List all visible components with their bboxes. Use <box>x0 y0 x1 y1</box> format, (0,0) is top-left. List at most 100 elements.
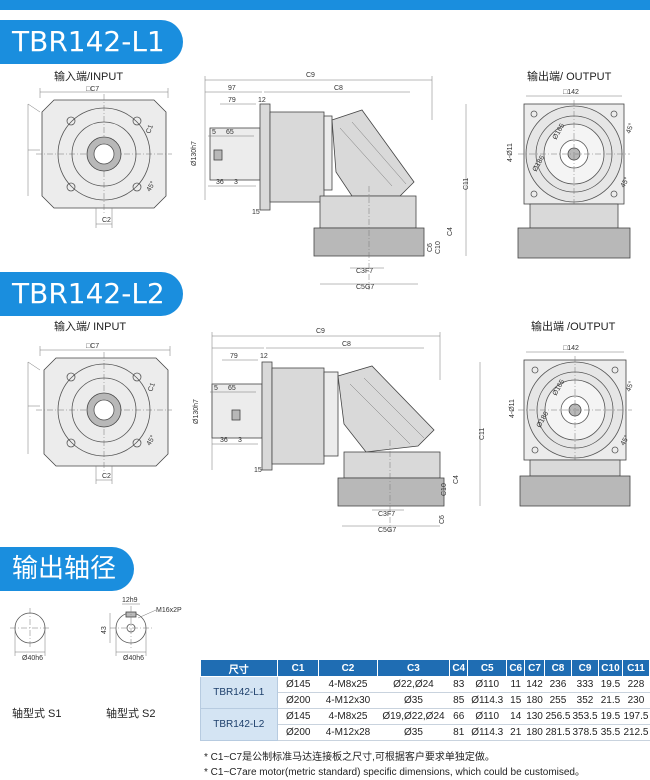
table-cell: Ø110 <box>467 676 507 693</box>
input-view-drawing-l2: □C7 C1 45° C2 <box>27 343 172 484</box>
dim-c7-l1: □C7 <box>86 86 99 93</box>
header-c9: C9 <box>570 659 600 677</box>
table-cell: 142 <box>524 676 545 693</box>
dim-65-l2: 65 <box>228 385 236 392</box>
shaft-s2-drawing: 12h9 M16x2P 43 Ø40h6 <box>101 597 182 662</box>
dim-holes-l2: 4-Ø11 <box>509 399 516 418</box>
table-cell: 228 <box>622 676 650 693</box>
table-row: Ø200 4-M12x30 Ø35 85 Ø114.3 15 180 255 3… <box>201 692 650 709</box>
output-view-drawing-l2: □142 4-Ø11 Ø165 Ø186 45° 45° <box>509 345 636 507</box>
table-cell: Ø200 <box>277 692 319 709</box>
table-row: TBR142-L1 Ø145 4-M8x25 Ø22,Ø24 83 Ø110 1… <box>200 676 650 709</box>
table-cell: 11 <box>506 676 525 693</box>
table-cell: 19.5 <box>598 708 623 725</box>
table-cell: 180 <box>524 724 545 741</box>
table-cell: 85 <box>449 692 468 709</box>
dim-c1-l2: C1 <box>147 382 157 393</box>
output-view-label-l2: 输出端 /OUTPUT <box>531 321 616 333</box>
table-cell: 35.5 <box>598 724 623 741</box>
table-cell: Ø19,Ø22,Ø24 <box>377 708 450 725</box>
dim-thread-s2: M16x2P <box>156 607 182 614</box>
shaft-s2-label: 轴型式 S2 <box>106 708 156 720</box>
dim-c10-l2: C10 <box>441 483 448 496</box>
dim-c6-l2: C6 <box>439 515 446 524</box>
table-cell: 4-M12x30 <box>318 692 378 709</box>
dim-c6-l1: C6 <box>427 243 434 252</box>
section-title-shaft: 输出轴径 <box>0 547 135 591</box>
table-cell: 14 <box>506 708 525 725</box>
table-cell: Ø35 <box>377 724 450 741</box>
table-cell: 81 <box>449 724 468 741</box>
table-cell: 281.5 <box>544 724 572 741</box>
dim-c2-l2: C2 <box>102 473 111 480</box>
footnote-en: * C1~C7are motor(metric standard) specif… <box>204 767 585 778</box>
dim-36-l2: 36 <box>220 437 228 444</box>
table-cell: 19.5 <box>598 676 623 693</box>
header-c11: C11 <box>621 659 650 677</box>
dim-130-l2: Ø130h7 <box>193 399 200 424</box>
header-c10: C10 <box>598 659 623 677</box>
dim-c11-l1: C11 <box>463 178 470 190</box>
table-cell: Ø114.3 <box>467 724 507 741</box>
dim-c3-l2: C3F7 <box>378 511 395 518</box>
input-view-label-l2: 输入端/ INPUT <box>54 321 127 333</box>
table-cell: Ø35 <box>377 692 450 709</box>
table-cell: 333 <box>571 676 599 693</box>
section-title-l1: TBR142-L1 <box>0 20 183 64</box>
header-size: 尺寸 <box>200 659 278 677</box>
dim-c2-l1: C2 <box>102 217 111 224</box>
input-view-label-l1: 输入端/INPUT <box>54 71 124 83</box>
table-cell: 15 <box>506 692 525 709</box>
dim-c5-l1: C5G7 <box>356 284 374 291</box>
dim-sq142-l1: □142 <box>563 89 579 96</box>
header-c4: C4 <box>449 659 469 677</box>
table-cell: 21 <box>506 724 525 741</box>
output-view-drawing-l1: □142 4-Ø11 Ø165 Ø186 45° 45° <box>507 89 636 259</box>
table-cell: Ø114.3 <box>467 692 507 709</box>
top-accent-bar <box>0 0 650 10</box>
dim-c9-l1: C9 <box>306 72 315 79</box>
output-view-label-l1: 输出端/ OUTPUT <box>527 71 612 83</box>
dim-15-l2: 15 <box>254 467 262 474</box>
table-cell: Ø145 <box>277 676 319 693</box>
table-cell: 197.5 <box>622 708 650 725</box>
dim-c4-l1: C4 <box>447 227 454 236</box>
dim-holes-l1: 4-Ø11 <box>507 143 514 162</box>
dim-sq142-l2: □142 <box>563 345 579 352</box>
dim-5-l1: 5 <box>212 129 216 136</box>
dim-d40-s2: Ø40h6 <box>123 655 144 662</box>
dim-c11-l2: C11 <box>479 428 486 440</box>
footnote-cn: * C1~C7是公制标准马达连接板之尺寸,可根据客户要求单独定做。 <box>204 752 495 763</box>
shaft-s1-drawing: Ø40h6 <box>10 608 50 662</box>
table-cell: 230 <box>622 692 650 709</box>
table-cell: Ø200 <box>277 724 319 741</box>
table-cell: 4-M8x25 <box>318 708 378 725</box>
header-c3: C3 <box>376 659 451 677</box>
dim-43-s2: 43 <box>101 626 108 634</box>
dim-36-l1: 36 <box>216 179 224 186</box>
table-cell: 130 <box>524 708 545 725</box>
dim-c8-l2: C8 <box>342 341 351 348</box>
dim-c10-l1: C10 <box>435 241 442 254</box>
dim-12-l2: 12 <box>260 353 268 360</box>
table-cell: 180 <box>524 692 545 709</box>
table-cell: 66 <box>449 708 468 725</box>
spec-table-header: 尺寸 C1 C2 C3 C4 C5 C6 C7 C8 C9 C10 C11 <box>200 659 650 677</box>
spec-table: 尺寸 C1 C2 C3 C4 C5 C6 C7 C8 C9 C10 C11 TB… <box>200 659 650 741</box>
header-c5: C5 <box>467 659 508 677</box>
dim-97-l1: 97 <box>228 85 236 92</box>
table-cell: 212.5 <box>622 724 650 741</box>
dim-3-l2: 3 <box>238 437 242 444</box>
dim-c3-l1: C3F7 <box>356 268 373 275</box>
dim-12-l1: 12 <box>258 97 266 104</box>
side-view-drawing-l1: C9 C8 97 79 12 5 65 Ø130h7 36 3 15 C11 C… <box>191 72 470 291</box>
table-cell: 4-M12x28 <box>318 724 378 741</box>
header-c6: C6 <box>506 659 526 677</box>
dim-45a-l2: 45° <box>624 380 635 393</box>
dim-c4-l2: C4 <box>453 475 460 484</box>
table-cell: 256.5 <box>544 708 572 725</box>
dim-c5-l2: C5G7 <box>378 527 396 534</box>
dim-c8-l1: C8 <box>334 85 343 92</box>
header-c1: C1 <box>276 659 320 677</box>
